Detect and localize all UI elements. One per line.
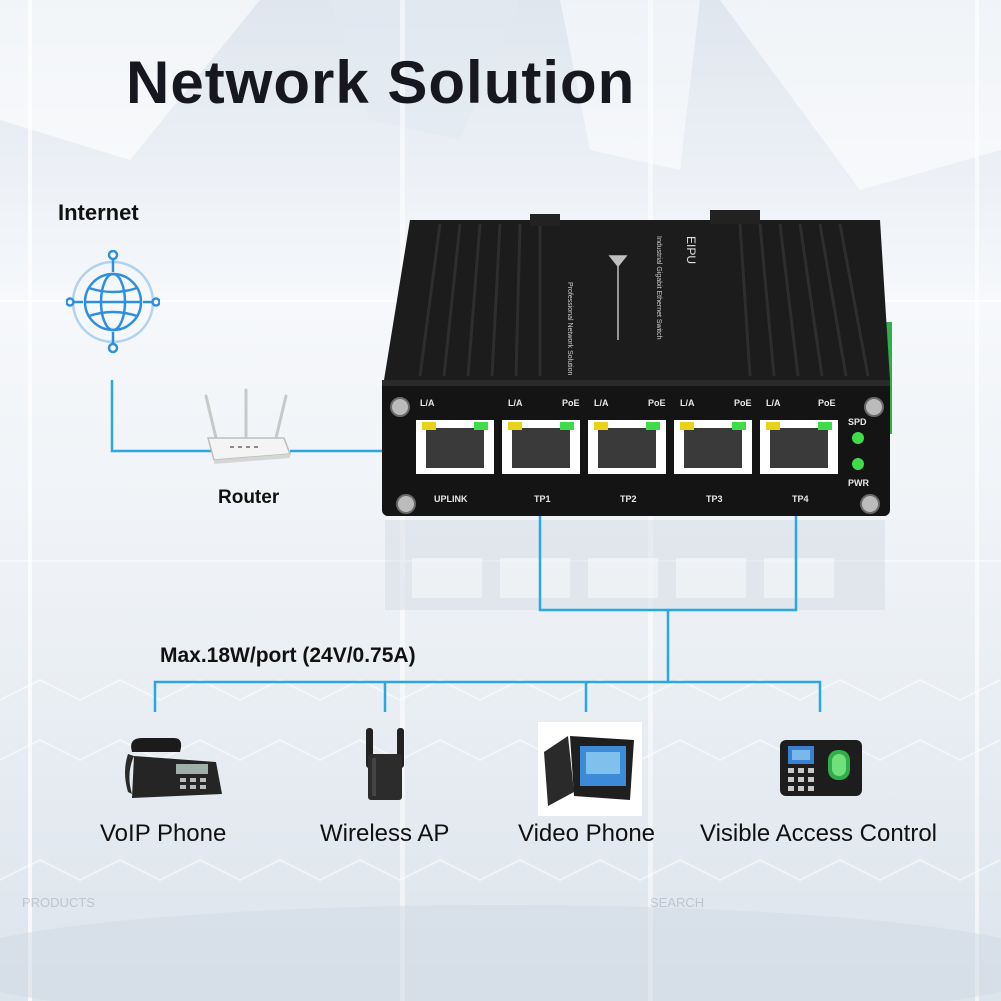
device-label-access-control: Visible Access Control [700, 820, 937, 847]
switch-body [382, 210, 916, 516]
led-spd-label: SPD [848, 417, 867, 427]
page-title: Network Solution [126, 49, 636, 116]
led-la-tp1: L/A [508, 398, 523, 408]
led-pwr-label: PWR [848, 478, 869, 488]
switch-brand: EIPU [684, 236, 698, 265]
led-poe-tp4: PoE [818, 398, 836, 408]
internet-label: Internet [58, 200, 139, 225]
router-label: Router [218, 487, 280, 508]
led-poe-tp3: PoE [734, 398, 752, 408]
led-la-tp4: L/A [766, 398, 781, 408]
led-poe-tp2: PoE [648, 398, 666, 408]
port-label-tp4: TP4 [792, 494, 809, 504]
video-phone-icon [538, 722, 642, 816]
poe-switch: EIPU Industrial Gigabit Ethernet Switch … [380, 210, 916, 520]
device-label-wireless-ap: Wireless AP [320, 820, 450, 847]
led-la-tp3: L/A [680, 398, 695, 408]
port-label-tp1: TP1 [534, 494, 551, 504]
router-icon [204, 388, 292, 464]
port-label-tp3: TP3 [706, 494, 723, 504]
device-label-video-phone: Video Phone [518, 820, 656, 847]
port-label-uplink: UPLINK [434, 494, 468, 504]
switch-front-text: Industrial Gigabit Ethernet Switch [655, 236, 662, 340]
access-control-icon [780, 740, 862, 796]
led-poe-tp1: PoE [562, 398, 580, 408]
led-la-uplink: L/A [420, 398, 435, 408]
switch-side-text: Professional Network Solution [566, 282, 573, 376]
globe-icon [66, 250, 160, 354]
voip-phone-icon [125, 738, 222, 798]
port-label-tp2: TP2 [620, 494, 637, 504]
wireless-ap-icon [366, 728, 404, 800]
watermark-products: PRODUCTS [22, 895, 95, 910]
power-spec-label: Max.18W/port (24V/0.75A) [160, 644, 416, 667]
device-label-voip-phone: VoIP Phone [100, 820, 227, 847]
led-la-tp2: L/A [594, 398, 609, 408]
watermark-search: SEARCH [650, 895, 705, 910]
